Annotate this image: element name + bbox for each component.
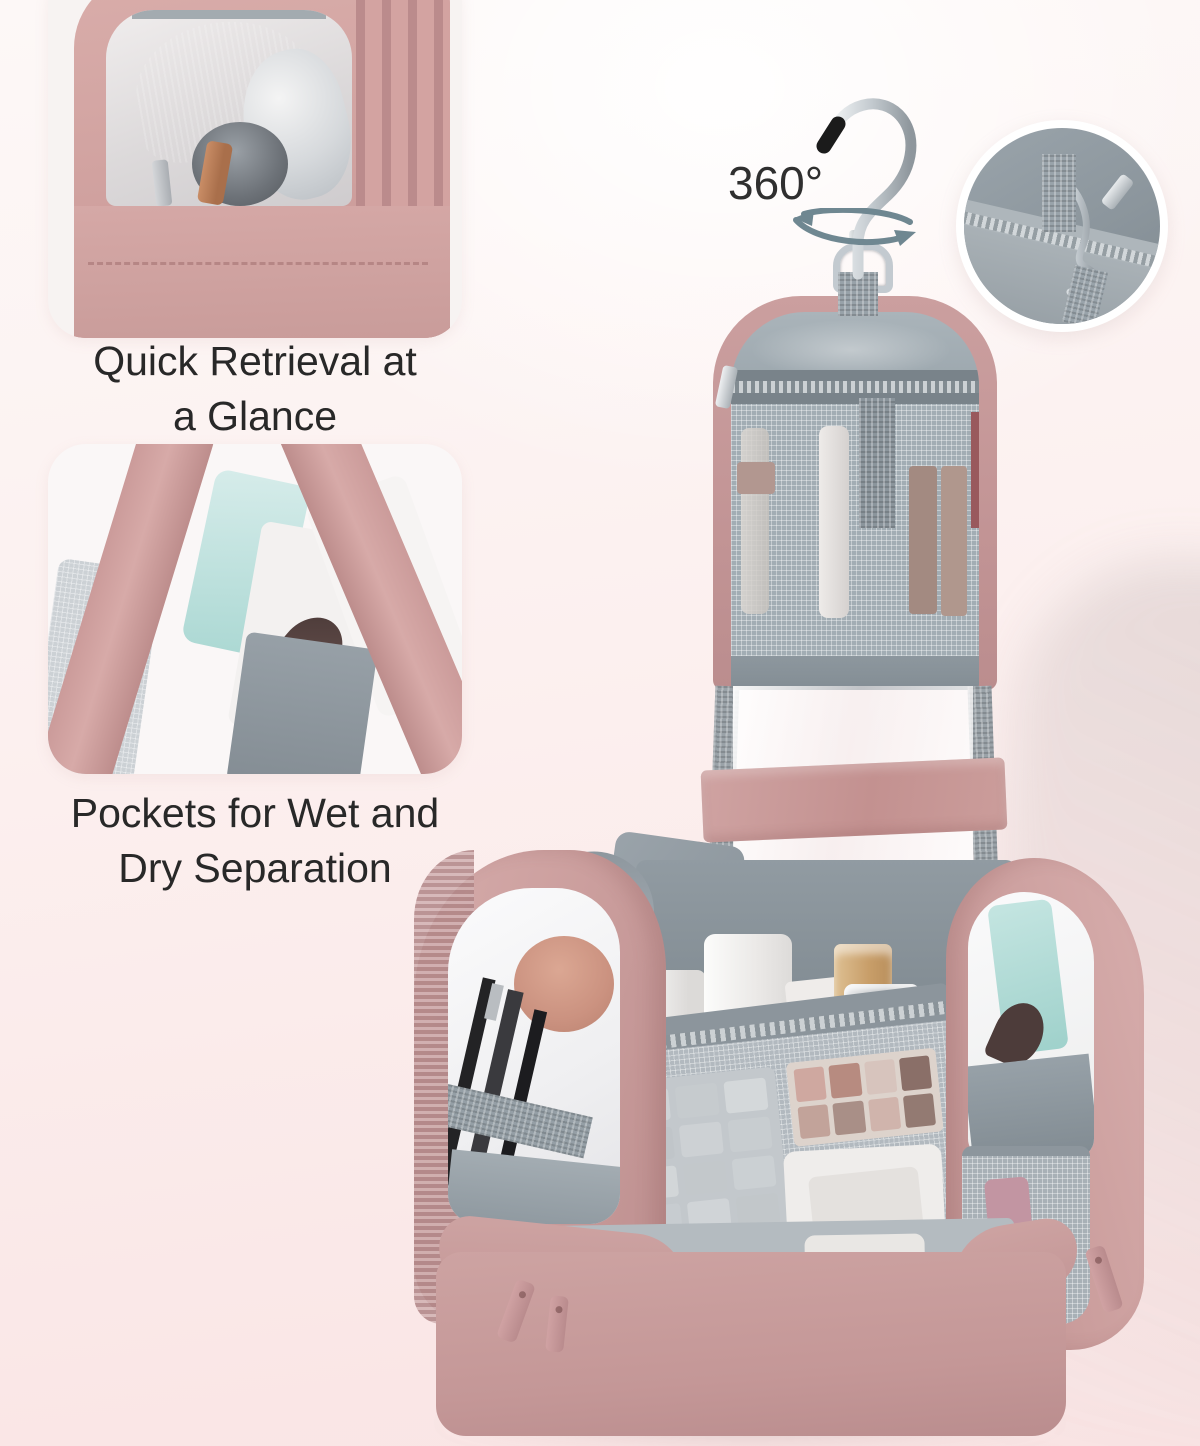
inset-photo-wet-dry-pockets bbox=[48, 444, 462, 774]
panel-item-compact bbox=[737, 462, 775, 494]
hanging-panel bbox=[731, 312, 979, 690]
panel-zipper-teeth bbox=[731, 381, 979, 393]
inset1-clear-window bbox=[106, 10, 352, 206]
inset-photo-hook-stowed bbox=[964, 128, 1160, 324]
caption-wet-dry: Pockets for Wet and Dry Separation bbox=[34, 786, 476, 895]
left-window-pink-brush bbox=[514, 936, 614, 1032]
right-flap-window bbox=[968, 892, 1094, 1158]
rotation-360-label: 360° bbox=[728, 157, 824, 209]
panel-bottom-band bbox=[731, 656, 979, 690]
inset2-gray-divider bbox=[226, 631, 378, 774]
inset1-stitch-line bbox=[88, 262, 428, 265]
panel-mesh-pocket bbox=[731, 398, 979, 656]
left-window-gray-fabric bbox=[448, 1149, 620, 1224]
panel-item-brown-tube bbox=[909, 466, 937, 614]
inset-photo-top-compartment bbox=[48, 0, 462, 338]
rotation-arrow-icon bbox=[793, 208, 916, 246]
panel-item-clear-bottle bbox=[741, 428, 769, 614]
caption-line: Pockets for Wet and bbox=[70, 790, 440, 836]
caption-line: Dry Separation bbox=[118, 844, 392, 891]
inset1-brush-ferrule-silver bbox=[151, 159, 173, 206]
panel-item-white-tube bbox=[819, 426, 849, 618]
panel-item-red-liner bbox=[971, 412, 979, 528]
bottom-front-panel bbox=[436, 1252, 1066, 1436]
left-flap-window bbox=[448, 888, 620, 1224]
caption-quick-retrieval: Quick Retrieval at a Glance bbox=[40, 334, 470, 443]
hanging-hook-icon bbox=[816, 98, 917, 280]
inset1-front-pocket bbox=[74, 206, 450, 338]
right-window-gray-fabric bbox=[968, 1053, 1094, 1158]
item-eyeshadow-palette bbox=[785, 1047, 944, 1147]
window-pink-strap bbox=[700, 757, 1008, 843]
caption-line: Quick Retrieval at bbox=[93, 338, 417, 384]
panel-item-tan-tube bbox=[941, 466, 967, 616]
caption-line: a Glance bbox=[172, 392, 338, 439]
inset1-window-trim bbox=[132, 10, 326, 19]
circle-elastic-loop-top bbox=[1042, 154, 1076, 232]
panel-center-strap bbox=[859, 398, 895, 528]
hanging-strap bbox=[838, 272, 878, 316]
